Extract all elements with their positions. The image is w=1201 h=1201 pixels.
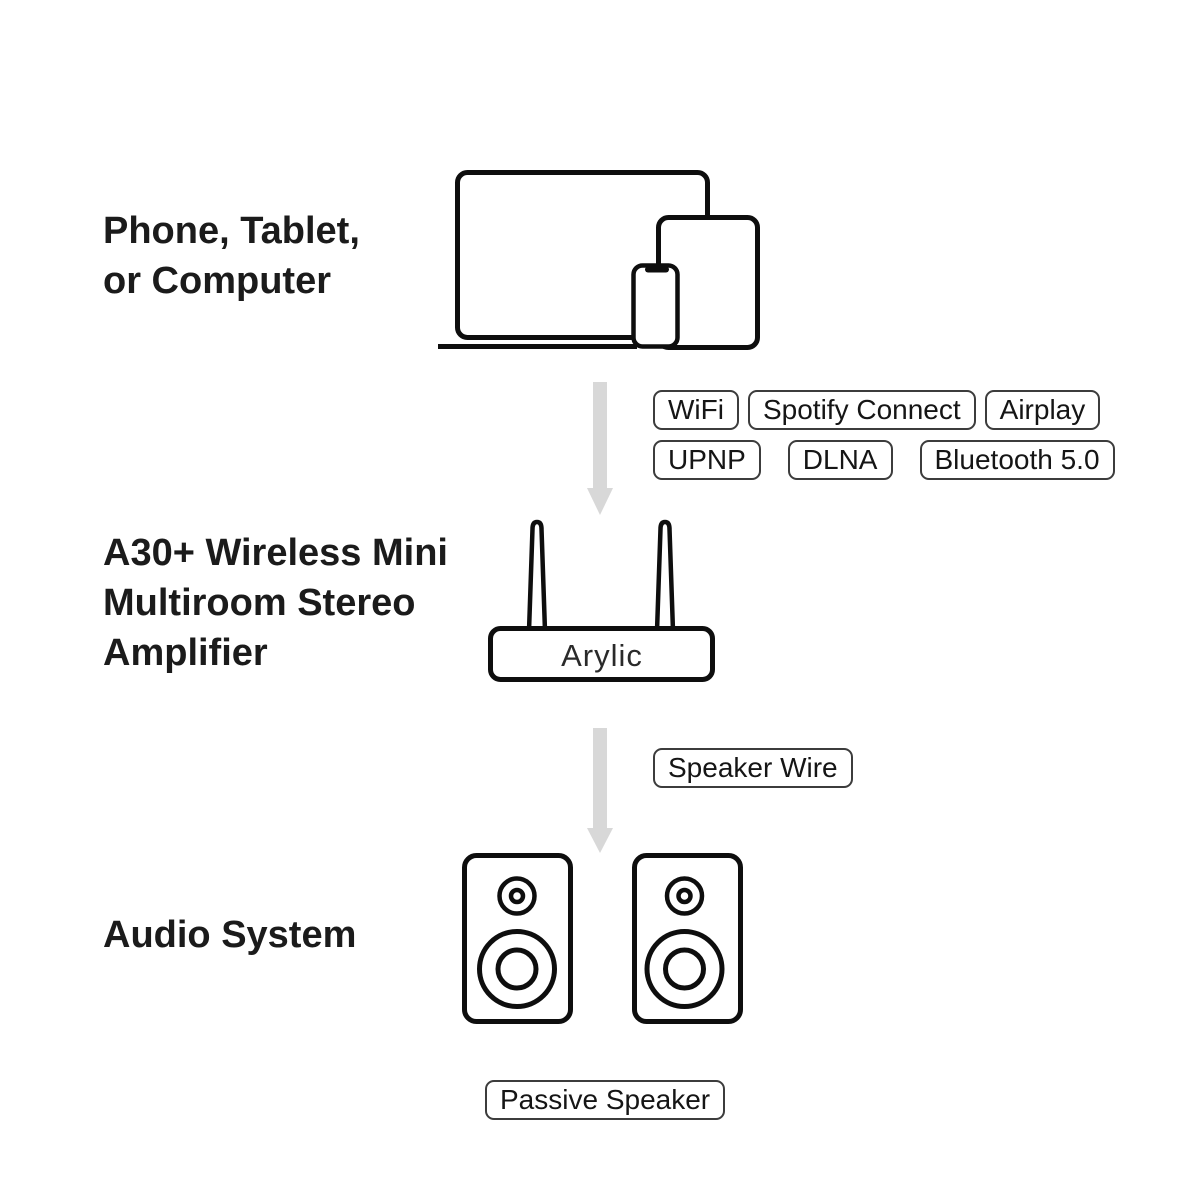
amplifier-label: A30+ Wireless Mini Multiroom Stereo Ampl… <box>103 528 448 678</box>
amplifier-body <box>488 626 715 682</box>
devices-illustration <box>438 170 760 350</box>
speaker-right-icon <box>632 853 743 1024</box>
audio-system-label: Audio System <box>103 914 357 956</box>
phone-icon <box>631 263 680 349</box>
speaker-left-icon <box>462 853 573 1024</box>
amplifier-label-line1: A30+ Wireless Mini <box>103 532 448 574</box>
badge-upnp: UPNP <box>653 440 761 480</box>
badge-spotify-connect: Spotify Connect <box>747 390 976 430</box>
down-arrow-icon-1 <box>587 382 613 515</box>
badge-bluetooth: Bluetooth 5.0 <box>919 440 1115 480</box>
amplifier-label-line3: Amplifier <box>103 632 268 674</box>
wireless-badges-row2: UPNP DLNA Bluetooth 5.0 <box>653 440 1115 480</box>
badge-passive-speaker: Passive Speaker <box>485 1080 726 1120</box>
source-devices-label-line1: Phone, Tablet, <box>103 210 360 252</box>
amplifier-brand-text: Arylic <box>561 638 643 673</box>
source-devices-label-line2: or Computer <box>103 260 331 302</box>
speaker-wire-badge-wrap: Speaker Wire <box>653 748 853 788</box>
passive-speaker-badge-wrap: Passive Speaker <box>485 1080 726 1120</box>
amplifier-label-line2: Multiroom Stereo <box>103 582 416 624</box>
wireless-badges-row1: WiFi Spotify Connect Airplay <box>653 390 1101 430</box>
phone-notch <box>645 266 669 273</box>
down-arrow-icon-2 <box>587 728 613 853</box>
badge-wifi: WiFi <box>653 390 739 430</box>
source-devices-label: Phone, Tablet, or Computer <box>103 206 360 306</box>
amplifier-illustration <box>488 519 715 682</box>
antenna-right-icon <box>654 519 676 634</box>
badge-speaker-wire: Speaker Wire <box>653 748 853 788</box>
speakers-illustration <box>462 853 743 1024</box>
badge-dlna: DLNA <box>787 440 893 480</box>
badge-airplay: Airplay <box>984 390 1101 430</box>
antenna-left-icon <box>526 519 548 634</box>
